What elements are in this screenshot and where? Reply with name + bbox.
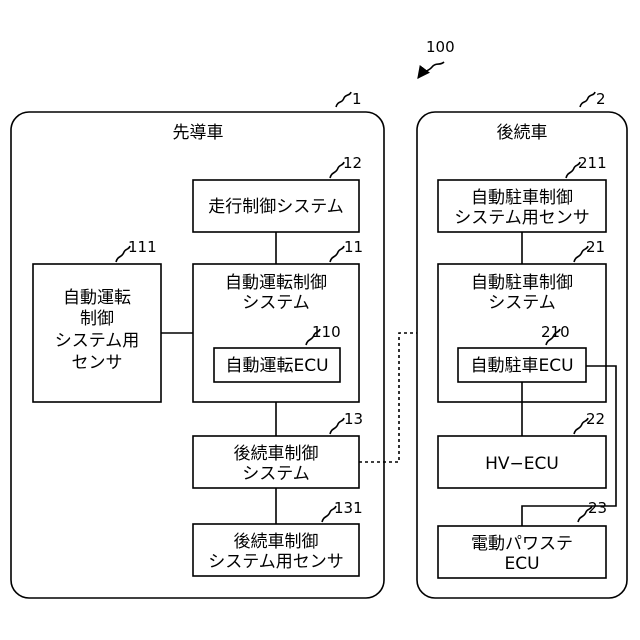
eps-ecu-line1: 電動パワステ xyxy=(471,534,573,554)
follower-control-line2: システム xyxy=(242,464,310,484)
parking-sensor-ref: 211 xyxy=(578,154,607,172)
follower-sensor-line2: システム用センサ xyxy=(208,552,344,572)
auto-drive-control-line2: システム xyxy=(242,293,310,313)
hv-ecu-ref: 22 xyxy=(586,410,605,428)
follower-control-ref: 13 xyxy=(344,410,363,428)
hv-ecu-label: HV−ECU xyxy=(485,454,559,474)
parking-control-line1: 自動駐車制御 xyxy=(471,273,573,293)
auto-drive-ecu-ref: 110 xyxy=(312,323,341,341)
follower-vehicle-ref: 2 xyxy=(596,90,606,108)
eps-ecu-ref: 23 xyxy=(588,499,607,517)
follower-vehicle-leader xyxy=(580,92,595,107)
eps-ecu-line2: ECU xyxy=(504,554,539,574)
auto-drive-ecu-label: 自動運転ECU xyxy=(225,356,328,376)
parking-ecu-ref: 210 xyxy=(541,323,570,341)
auto-drive-sensor-line3: システム用 xyxy=(55,331,140,351)
auto-drive-sensor-ref: 111 xyxy=(128,238,157,256)
auto-drive-sensor-line2: 制御 xyxy=(80,309,114,329)
parking-sensor-line1: 自動駐車制御 xyxy=(471,188,573,208)
auto-drive-control-ref: 11 xyxy=(344,238,363,256)
auto-drive-sensor-line1: 自動運転 xyxy=(63,288,131,308)
travel-control-ref: 12 xyxy=(343,154,362,172)
parking-ecu-label: 自動駐車ECU xyxy=(470,356,573,376)
lead-vehicle-ref: 1 xyxy=(352,90,362,108)
follower-vehicle-title: 後続車 xyxy=(497,123,548,143)
follower-sensor-ref: 131 xyxy=(334,499,363,517)
parking-sensor-line2: システム用センサ xyxy=(454,208,590,228)
auto-drive-control-line1: 自動運転制御 xyxy=(225,273,327,293)
auto-drive-sensor-line4: センサ xyxy=(72,353,123,373)
follower-sensor-line1: 後続車制御 xyxy=(234,532,319,552)
lead-vehicle-leader xyxy=(336,92,351,107)
travel-control-label: 走行制御システム xyxy=(208,197,344,217)
parking-control-ref: 21 xyxy=(586,238,605,256)
system-ref-label: 100 xyxy=(426,38,455,56)
parking-control-line2: システム xyxy=(488,293,556,313)
system-ref-arrow xyxy=(418,62,444,78)
follower-control-line1: 後続車制御 xyxy=(234,444,319,464)
lead-vehicle-title: 先導車 xyxy=(173,123,224,143)
